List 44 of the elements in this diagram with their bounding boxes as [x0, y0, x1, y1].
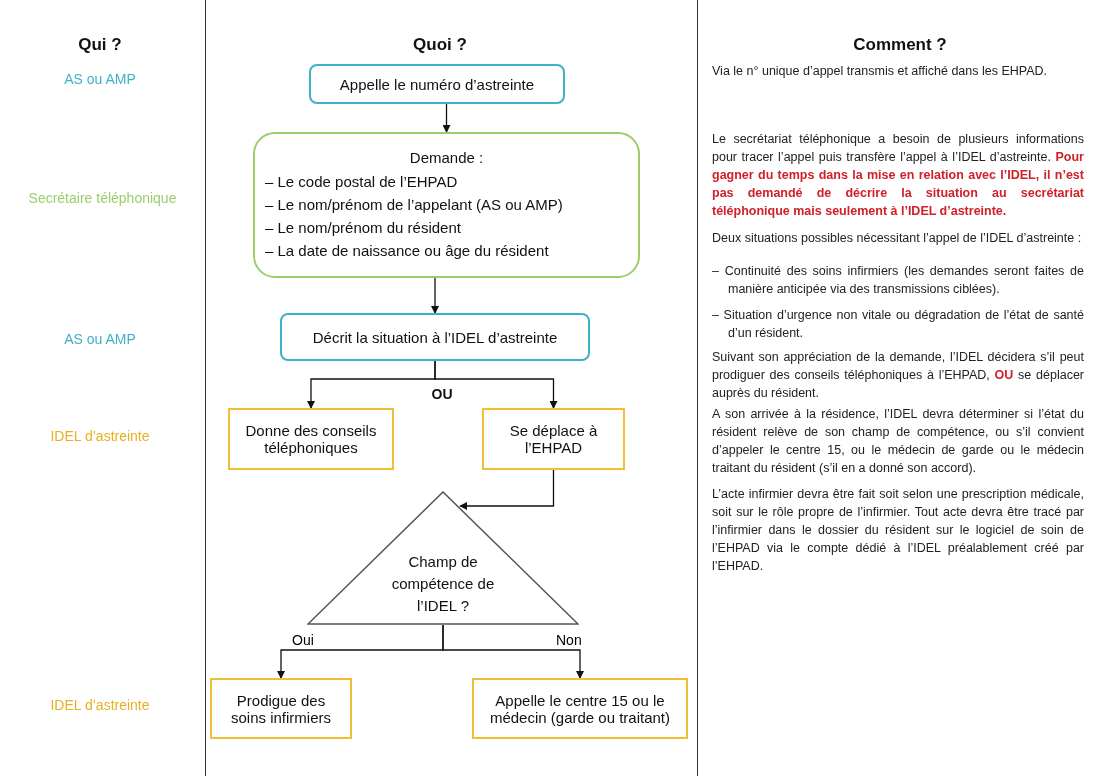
- role-label: IDEL d’astreinte: [49, 428, 151, 444]
- paragraph: Le secrétariat téléphonique a besoin de plusieurs informations pour tracer l’appel puis transfère l’appel à l’IDEL d’astreinte. Pour gagner du temps dans la mise en relation avec l’IDEL, il n’est pas demandé de décrire la situation au secrétariat téléphonique mais seulement à l’IDEL d’astreinte.: [712, 131, 1084, 220]
- box-text: Appelle le numéro d’astreinte: [339, 75, 535, 93]
- arrow: [431, 277, 439, 314]
- edge-label: Oui: [292, 632, 314, 648]
- list-item: – Le code postal de l’EHPAD: [265, 172, 458, 190]
- process-box: [482, 408, 625, 470]
- box-text: Champ de compétence de l’IDEL ?: [390, 552, 496, 616]
- arrow: [442, 103, 451, 133]
- bullet-item: – Situation d’urgence non vitale ou dégradation de l’état de santé d’un résident.: [712, 307, 1084, 342]
- paragraph: A son arrivée à la résidence, l’IDEL devra déterminer si l’état du résident relève de son champ de compétence, ou s’il convient d’appeler le centre 15, ou le médecin de garde ou le médecin traitant du résident (s’il en a donné son accord).: [712, 406, 1084, 477]
- process-box: [472, 678, 688, 739]
- bullet-item: – Continuité des soins infirmiers (les demandes seront faites de manière anticipée via des transmissions ciblées).: [712, 263, 1084, 298]
- box-text: Se déplace à l’EHPAD: [508, 422, 599, 456]
- arrow: [442, 624, 584, 679]
- box-text: Décrit la situation à l’IDEL d’astreinte: [312, 328, 558, 346]
- box-text: Prodigue des soins infirmiers: [230, 691, 332, 726]
- process-box: [228, 408, 394, 470]
- box-text: Appelle le centre 15 ou le médecin (garde ou traitant): [488, 691, 672, 726]
- process-box: [253, 132, 640, 278]
- paragraph: L’acte infirmier devra être fait soit selon une prescription médicale, soit sur le rôle propre de l’infirmier. Tout acte devra être tracé par l’infirmier dans le dossier du résident sur le logiciel de soin de l’EHPAD via le compte dédié à l’IDEL préalablement créé par l’EHPAD.: [712, 486, 1084, 575]
- arrow: [434, 360, 558, 409]
- arrow: [459, 469, 555, 510]
- role-label: IDEL d’astreinte: [49, 697, 151, 713]
- paragraph: Via le n° unique d’appel transmis et affiché dans les EHPAD.: [712, 63, 1049, 80]
- paragraph: Deux situations possibles nécessitant l’appel de l’IDEL d’astreinte :: [712, 230, 1083, 247]
- role-label: AS ou AMP: [63, 71, 137, 87]
- column-heading: Qui ?: [77, 35, 123, 55]
- list-item: – La date de naissance ou âge du résident: [265, 241, 549, 259]
- process-box: [280, 313, 590, 361]
- column-heading: Quoi ?: [412, 35, 468, 55]
- edge-label: Non: [556, 632, 582, 648]
- list-item: – Le nom/prénom de l’appelant (AS ou AMP): [265, 195, 563, 213]
- box-heading: Demande :: [409, 148, 484, 166]
- list-item: – Le nom/prénom du résident: [265, 218, 461, 236]
- column-heading: Comment ?: [852, 35, 948, 55]
- role-label: Secrétaire téléphonique: [27, 190, 178, 206]
- box-text: Donne des conseils téléphoniques: [244, 422, 378, 456]
- decision-triangle: [307, 491, 579, 625]
- branch-label: OU: [430, 386, 454, 402]
- role-label: AS ou AMP: [63, 331, 137, 347]
- process-box: [210, 678, 352, 739]
- paragraph: Suivant son appréciation de la demande, l’IDEL décidera s’il peut prodiguer des conseils téléphoniques à l’EHPAD, OU se déplacer auprès du résident.: [712, 349, 1084, 402]
- process-box: [309, 64, 565, 104]
